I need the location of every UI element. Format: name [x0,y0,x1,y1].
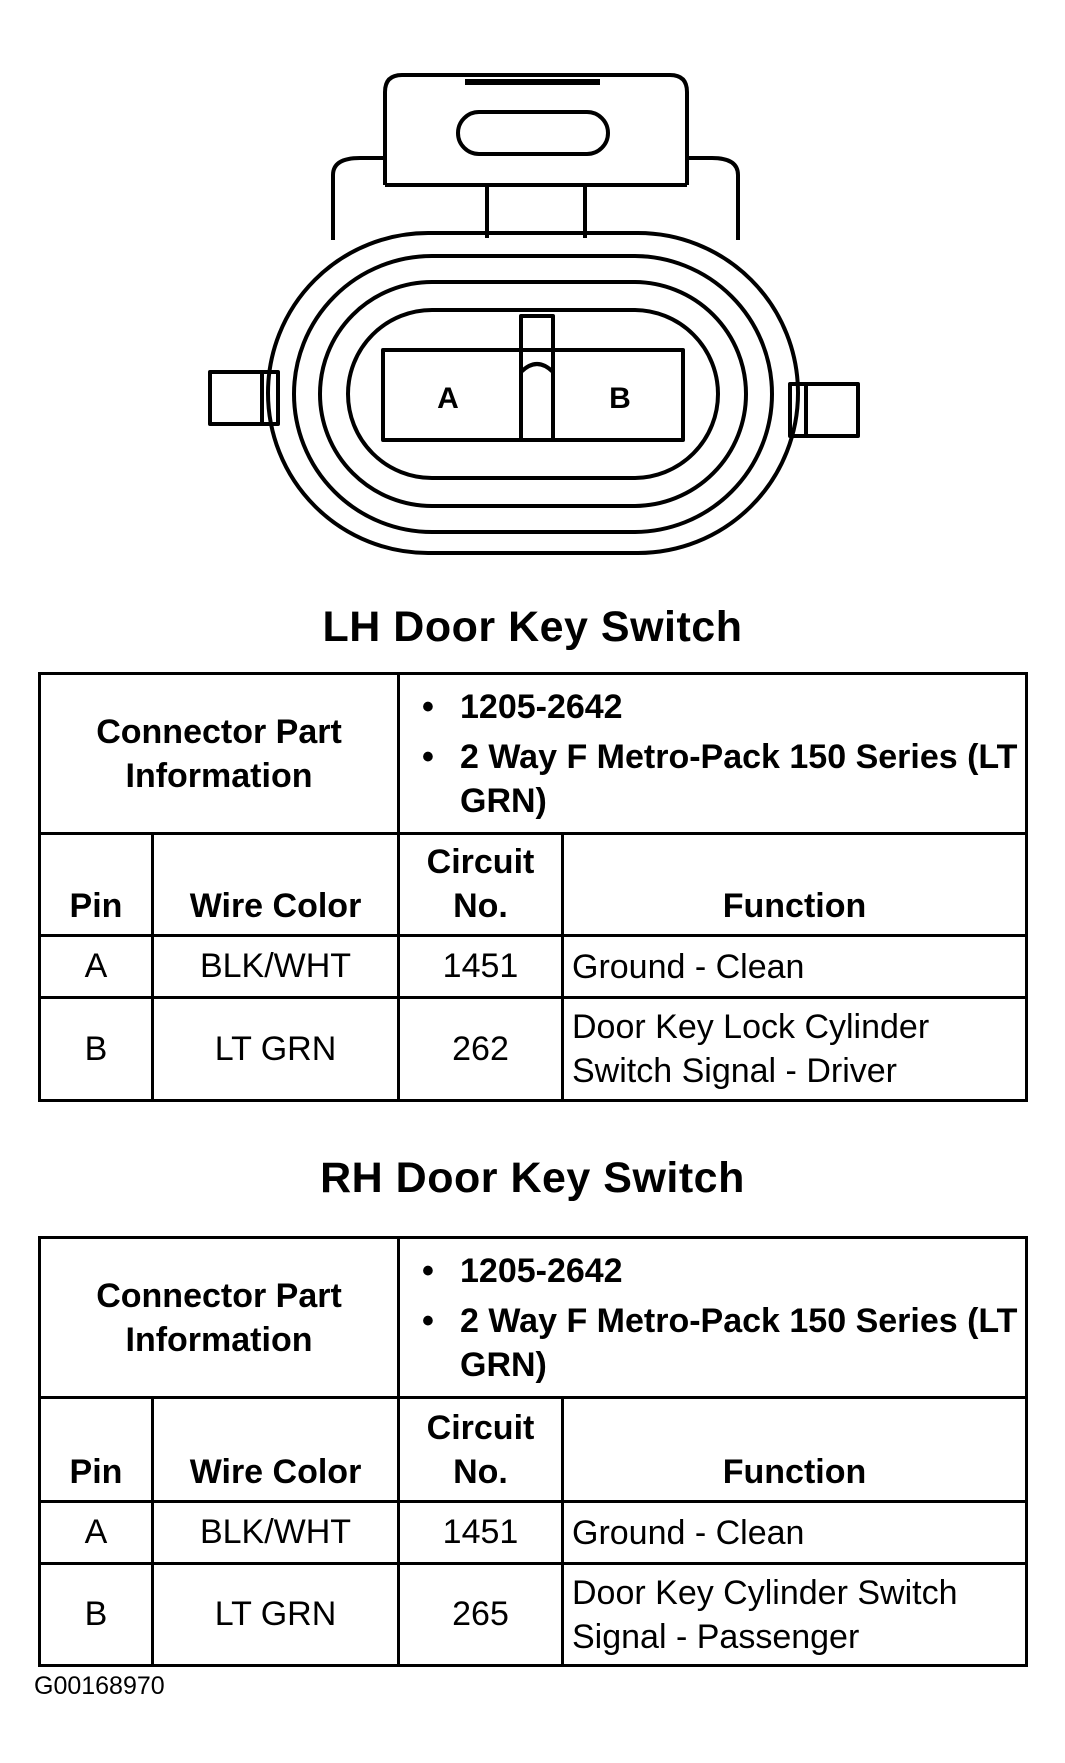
header-circuit-no: Circuit No. [397,1396,564,1503]
table-header-row: Pin Wire Color Circuit No. Function [38,832,1028,937]
connector-info-label: Connector Part Information [38,1236,400,1399]
function-cell: Ground - Clean [561,934,1028,999]
circuit-cell: 265 [397,1562,564,1667]
connector-info-row: Connector Part Information 1205-2642 2 W… [38,1236,1028,1399]
connector-part-number: 1205-2642 [422,1249,1025,1293]
connector-shoulder [331,156,740,240]
connector-right-ear [788,382,860,438]
polarizing-key [519,314,555,374]
cavity-label-a: A [437,382,459,415]
table-row: A BLK/WHT 1451 Ground - Clean [38,934,1028,999]
cavity-block [381,348,685,442]
pin-cell: B [38,996,154,1102]
circuit-cell: 1451 [397,1500,564,1565]
header-circuit-no: Circuit No. [397,832,564,937]
connector-housing-inner [346,308,720,480]
header-pin: Pin [38,1396,154,1503]
connector-latch [383,73,689,185]
function-cell: Ground - Clean [561,1500,1028,1565]
cavity-label-b: B [609,382,631,415]
pin-cell: A [38,1500,154,1565]
connector-info-cell: 1205-2642 2 Way F Metro-Pack 150 Series … [397,672,1028,835]
table-header-row: Pin Wire Color Circuit No. Function [38,1396,1028,1503]
wire-color-cell: LT GRN [151,996,400,1102]
header-pin: Pin [38,832,154,937]
connector-description: 2 Way F Metro-Pack 150 Series (LT GRN) [422,1299,1025,1387]
connector-info-row: Connector Part Information 1205-2642 2 W… [38,672,1028,835]
table-row: B LT GRN 265 Door Key Cylinder Switch Si… [38,1562,1028,1667]
connector-face-diagram: A B [208,73,860,555]
connector-info-label: Connector Part Information [38,672,400,835]
lh-table-title: LH Door Key Switch [322,603,743,651]
wire-color-cell: BLK/WHT [151,934,400,999]
header-wire-color: Wire Color [151,1396,400,1503]
header-function: Function [561,1396,1028,1503]
latch-release-slot [456,110,610,156]
circuit-cell: 262 [397,996,564,1102]
wire-color-cell: BLK/WHT [151,1500,400,1565]
function-cell: Door Key Cylinder Switch Signal - Passen… [561,1562,1028,1667]
pin-cell: A [38,934,154,999]
lh-pinout-table: Connector Part Information 1205-2642 2 W… [38,672,1028,1102]
wire-color-cell: LT GRN [151,1562,400,1667]
figure-code: G00168970 [34,1672,165,1700]
table-row: B LT GRN 262 Door Key Lock Cylinder Swit… [38,996,1028,1102]
connector-description: 2 Way F Metro-Pack 150 Series (LT GRN) [422,735,1025,823]
circuit-cell: 1451 [397,934,564,999]
header-wire-color: Wire Color [151,832,400,937]
function-cell: Door Key Lock Cylinder Switch Signal - D… [561,996,1028,1102]
rh-pinout-table: Connector Part Information 1205-2642 2 W… [38,1236,1028,1667]
header-function: Function [561,832,1028,937]
connector-housing-outer [266,231,800,555]
connector-info-cell: 1205-2642 2 Way F Metro-Pack 150 Series … [397,1236,1028,1399]
connector-part-number: 1205-2642 [422,685,1025,729]
pin-cell: B [38,1562,154,1667]
table-row: A BLK/WHT 1451 Ground - Clean [38,1500,1028,1565]
connector-left-ear [208,370,280,426]
rh-table-title: RH Door Key Switch [320,1154,745,1202]
